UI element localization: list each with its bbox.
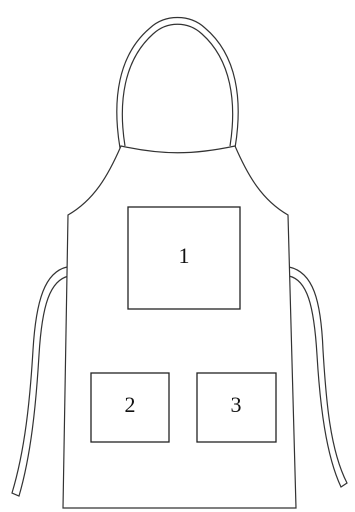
- pocket-3-label: 3: [231, 392, 242, 417]
- neck-strap-outer: [117, 18, 238, 149]
- left-waist-tie: [12, 267, 69, 496]
- pocket-1-label: 1: [179, 243, 190, 268]
- neck-strap-inner: [122, 24, 232, 146]
- right-waist-tie: [289, 267, 347, 487]
- pocket-2-label: 2: [125, 392, 136, 417]
- apron-body: [63, 146, 296, 508]
